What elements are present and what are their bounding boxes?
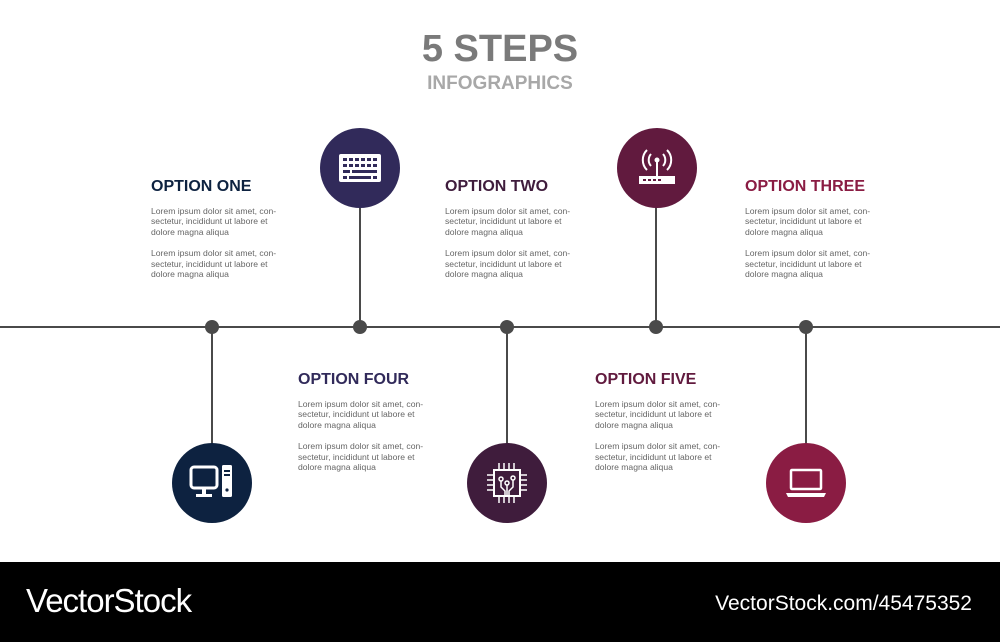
timeline-dot xyxy=(799,320,813,334)
option-five: OPTION FIVE Lorem ipsum dolor sit amet, … xyxy=(595,371,730,483)
option-title: OPTION FIVE xyxy=(595,371,697,388)
keyboard-circle xyxy=(320,128,400,208)
laptop-circle xyxy=(766,443,846,523)
option-two: OPTION TWO Lorem ipsum dolor sit amet, c… xyxy=(445,178,580,290)
page-title: 5 STEPS xyxy=(421,28,579,70)
page-subtitle: INFOGRAPHICS xyxy=(427,73,573,94)
stem-3 xyxy=(506,327,508,445)
option-text: Lorem ipsum dolor sit amet, con-sectetur… xyxy=(445,248,571,280)
option-three: OPTION THREE Lorem ipsum dolor sit amet,… xyxy=(745,178,880,290)
computer-icon xyxy=(189,465,232,497)
stem-2 xyxy=(359,206,361,327)
chip-circle xyxy=(467,443,547,523)
option-title: OPTION THREE xyxy=(745,178,866,195)
option-title: OPTION ONE xyxy=(151,178,252,195)
option-text: Lorem ipsum dolor sit amet, con-sectetur… xyxy=(445,206,571,237)
footer-bar: VectorStock VectorStock.com/45475352 xyxy=(0,562,1000,642)
option-text: Lorem ipsum dolor sit amet, con-sectetur… xyxy=(745,206,871,237)
timeline-dot xyxy=(500,320,514,334)
option-title: OPTION FOUR xyxy=(298,371,410,388)
chip-icon xyxy=(487,463,527,503)
router-icon xyxy=(639,149,675,184)
timeline-dot xyxy=(649,320,663,334)
timeline-dot xyxy=(205,320,219,334)
option-text: Lorem ipsum dolor sit amet, con-sectetur… xyxy=(298,441,424,473)
option-text: Lorem ipsum dolor sit amet, con-sectetur… xyxy=(151,248,277,280)
option-one: OPTION ONE Lorem ipsum dolor sit amet, c… xyxy=(151,178,286,290)
laptop-icon xyxy=(786,468,826,497)
router-circle xyxy=(617,128,697,208)
stem-1 xyxy=(211,327,213,445)
stem-5 xyxy=(805,327,807,445)
brand-logo: VectorStock xyxy=(26,582,192,619)
stem-4 xyxy=(655,206,657,327)
image-url: VectorStock.com/45475352 xyxy=(715,592,972,615)
option-text: Lorem ipsum dolor sit amet, con-sectetur… xyxy=(595,441,721,473)
option-text: Lorem ipsum dolor sit amet, con-sectetur… xyxy=(745,248,871,280)
timeline-dot xyxy=(353,320,367,334)
option-four: OPTION FOUR Lorem ipsum dolor sit amet, … xyxy=(298,371,433,483)
keyboard-icon xyxy=(339,154,381,182)
option-text: Lorem ipsum dolor sit amet, con-sectetur… xyxy=(151,206,277,237)
option-text: Lorem ipsum dolor sit amet, con-sectetur… xyxy=(298,399,424,430)
option-text: Lorem ipsum dolor sit amet, con-sectetur… xyxy=(595,399,721,430)
computer-circle xyxy=(172,443,252,523)
option-title: OPTION TWO xyxy=(445,178,549,195)
